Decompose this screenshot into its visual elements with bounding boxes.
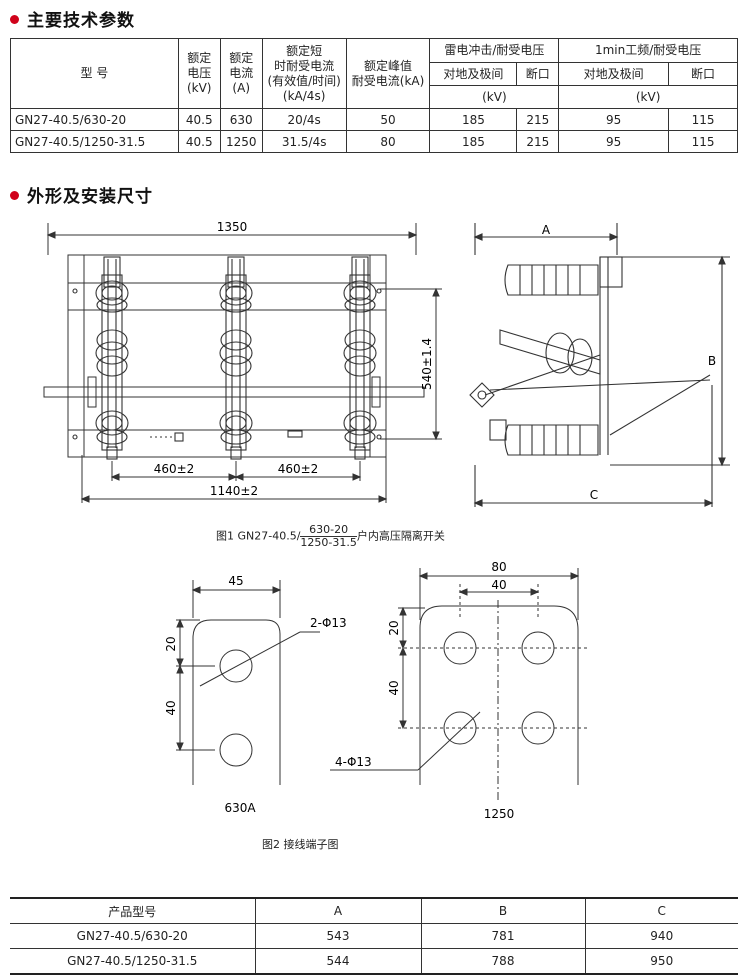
fig1-drawing: 1350 460±2 460±2 1140±2 540±1.4 A B C xyxy=(43,220,730,507)
bullet-icon xyxy=(10,190,19,200)
header-current: 额定电流(A) xyxy=(219,38,263,109)
header-short-time: 额定短时耐受电流(有效值/时间)(kA/4s) xyxy=(261,38,347,109)
header-model: 型 号 xyxy=(10,38,179,109)
header-voltage: 额定电压(kV) xyxy=(177,38,221,109)
section-title-dimensions: 外形及安装尺寸 xyxy=(10,182,153,207)
dim-40-right: 40 xyxy=(387,680,401,695)
header-break-1: 断口 xyxy=(516,62,560,86)
dim-1140: 1140±2 xyxy=(210,484,258,498)
dim-B: B xyxy=(708,354,716,368)
header-peak: 额定峰值耐受电流(kA) xyxy=(345,38,431,109)
section-title-text: 主要技术参数 xyxy=(27,11,135,31)
dim-20-right: 20 xyxy=(387,620,401,635)
dim-80: 80 xyxy=(491,560,506,574)
section-title-specs: 主要技术参数 xyxy=(10,6,135,31)
bullet-icon xyxy=(10,14,19,24)
spec-table: 型 号 额定电压(kV) 额定电流(A) 额定短时耐受电流(有效值/时间)(kA… xyxy=(10,38,738,153)
dim-1350: 1350 xyxy=(217,220,248,234)
dim-A: A xyxy=(542,223,551,237)
dim-40-left: 40 xyxy=(164,700,178,715)
label-4-phi13: 4-Φ13 xyxy=(335,755,372,769)
dim-460-left: 460±2 xyxy=(154,462,195,476)
dim-C: C xyxy=(590,488,598,502)
fig2-drawing: 45 20 40 2-Φ13 630A 80 40 20 40 4-Φ13 12… xyxy=(164,560,590,821)
label-630A: 630A xyxy=(224,801,256,815)
header-unit-2: (kV) xyxy=(558,85,738,109)
dim-40-top: 40 xyxy=(491,578,506,592)
dim-460-right: 460±2 xyxy=(278,462,319,476)
header-break-2: 断口 xyxy=(668,62,738,86)
label-2-phi13: 2-Φ13 xyxy=(310,616,347,630)
header-ground-1: 对地及极间 xyxy=(429,62,518,86)
dim-45: 45 xyxy=(228,574,243,588)
header-lightning: 雷电冲击/耐受电压 xyxy=(429,38,560,63)
dim-20-left: 20 xyxy=(164,636,178,651)
label-1250: 1250 xyxy=(484,807,515,821)
header-unit-1: (kV) xyxy=(429,85,560,109)
fig2-caption: 图2 接线端子图 xyxy=(262,838,339,851)
dim-540: 540±1.4 xyxy=(420,338,434,390)
section-title-text: 外形及安装尺寸 xyxy=(27,187,153,207)
header-ground-2: 对地及极间 xyxy=(558,62,670,86)
header-1min: 1min工频/耐受电压 xyxy=(558,38,738,63)
